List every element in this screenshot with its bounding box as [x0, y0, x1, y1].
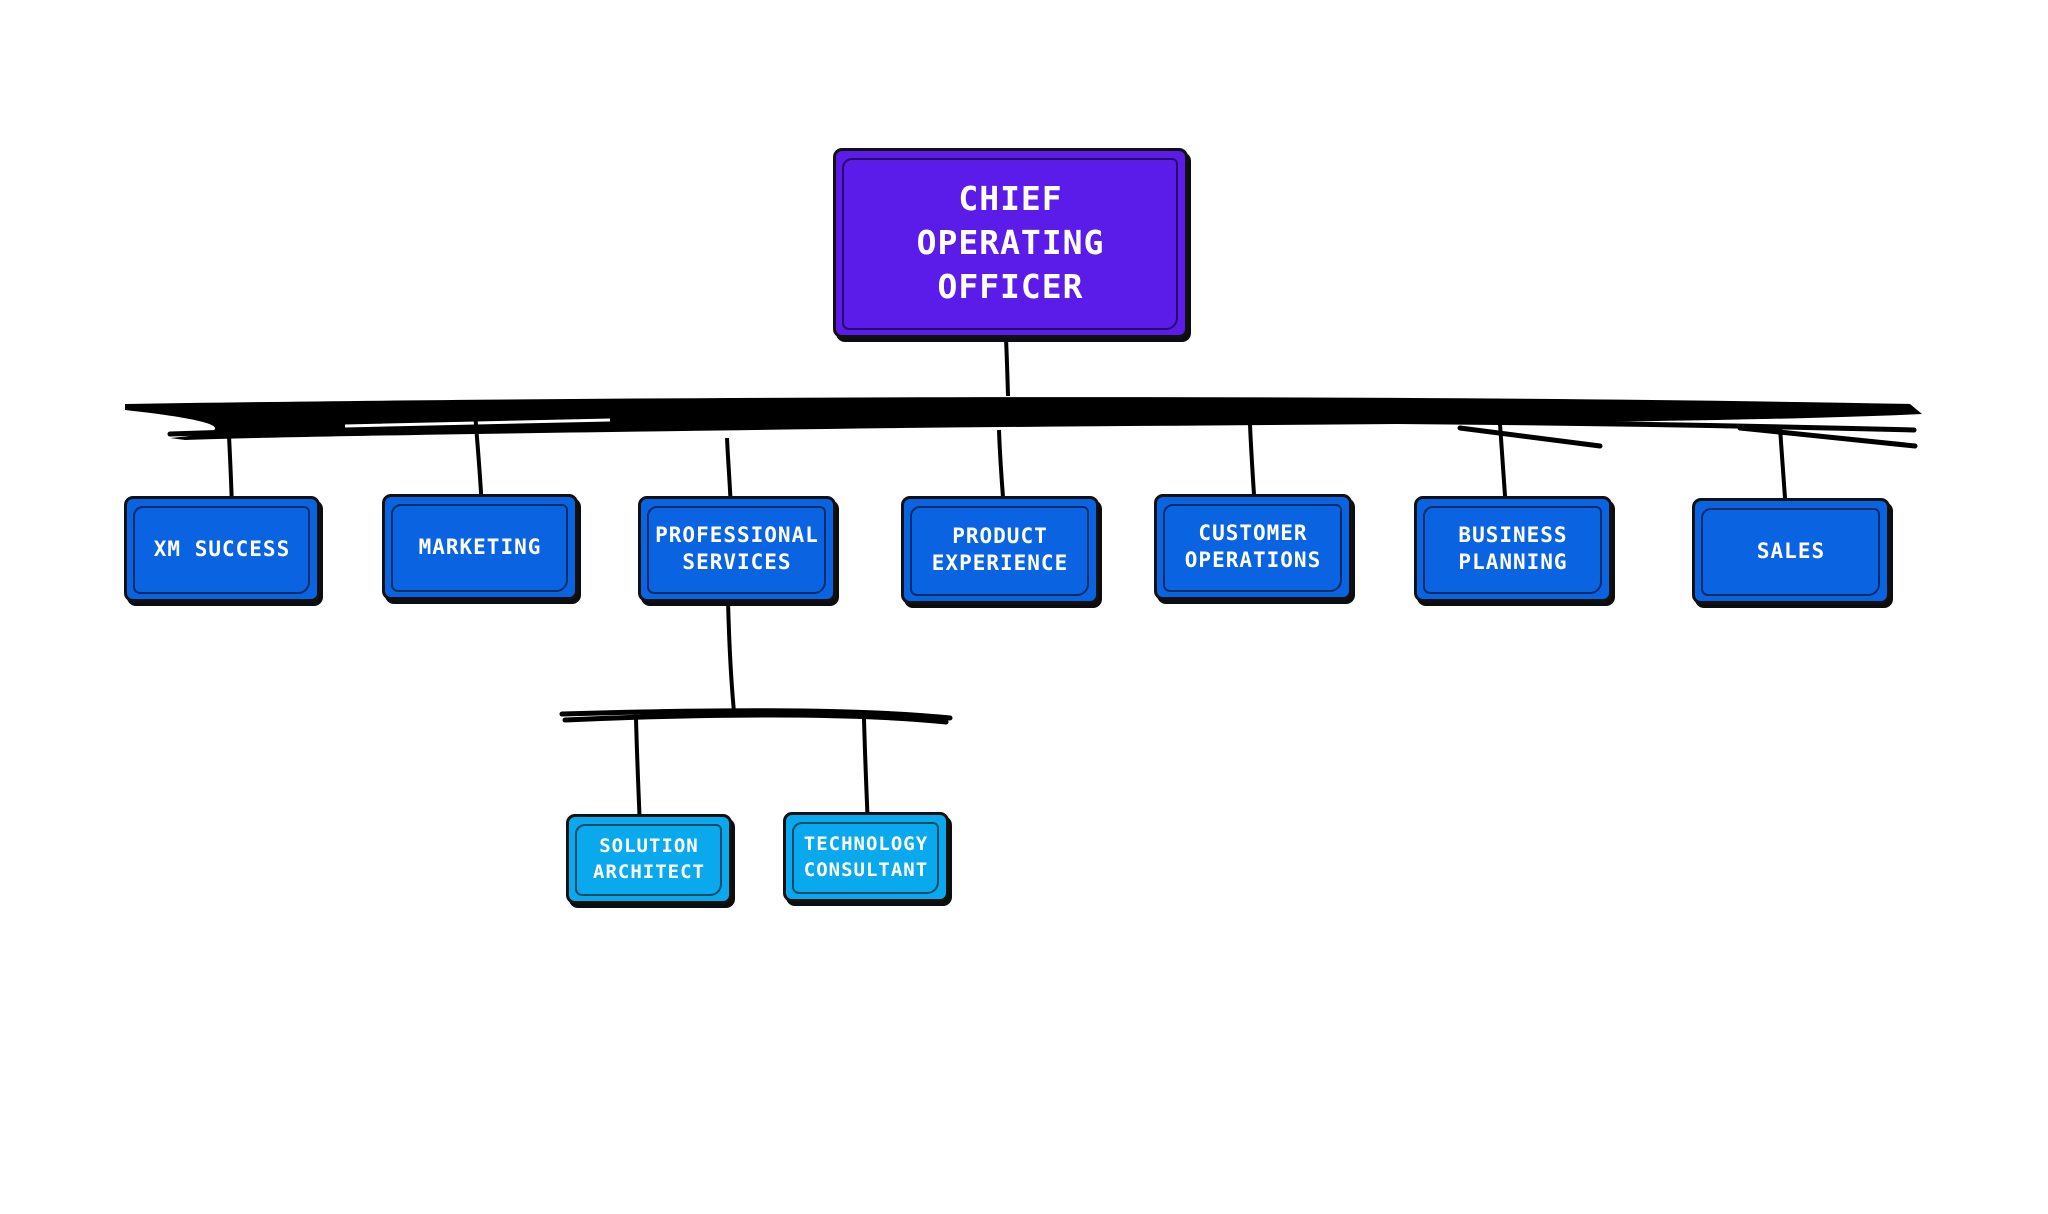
- org-node-product-experience: PRODUCT EXPERIENCE: [901, 496, 1099, 604]
- sub-connector-bar: [559, 708, 953, 725]
- node-label: CHIEF OPERATING OFFICER: [916, 179, 1105, 306]
- node-label: PRODUCT EXPERIENCE: [931, 524, 1069, 575]
- main-connector-bar-scribble: [167, 417, 1918, 449]
- org-node-marketing: MARKETING: [382, 494, 578, 600]
- node-label: XM SUCCESS: [153, 536, 291, 561]
- node-label: SOLUTION ARCHITECT: [593, 835, 705, 883]
- node-label: CUSTOMER OPERATIONS: [1184, 521, 1322, 572]
- node-label: SALES: [1756, 538, 1826, 563]
- node-label: PROFESSIONAL SERVICES: [655, 523, 819, 574]
- org-node-customer-operations: CUSTOMER OPERATIONS: [1154, 494, 1352, 600]
- org-node-xm-success: XM SUCCESS: [124, 496, 320, 602]
- connector-professional-services-down: [726, 599, 736, 713]
- node-label: BUSINESS PLANNING: [1458, 523, 1568, 574]
- node-label: TECHNOLOGY CONSULTANT: [803, 833, 929, 881]
- org-node-sales: SALES: [1692, 498, 1890, 604]
- org-node-business-planning: BUSINESS PLANNING: [1414, 496, 1612, 602]
- org-node-technology-consultant: TECHNOLOGY CONSULTANT: [783, 812, 949, 902]
- node-label: MARKETING: [418, 534, 542, 559]
- org-node-solution-architect: SOLUTION ARCHITECT: [566, 814, 732, 904]
- org-node-professional-services: PROFESSIONAL SERVICES: [638, 496, 836, 602]
- org-node-chief-operating-officer: CHIEF OPERATING OFFICER: [833, 148, 1188, 338]
